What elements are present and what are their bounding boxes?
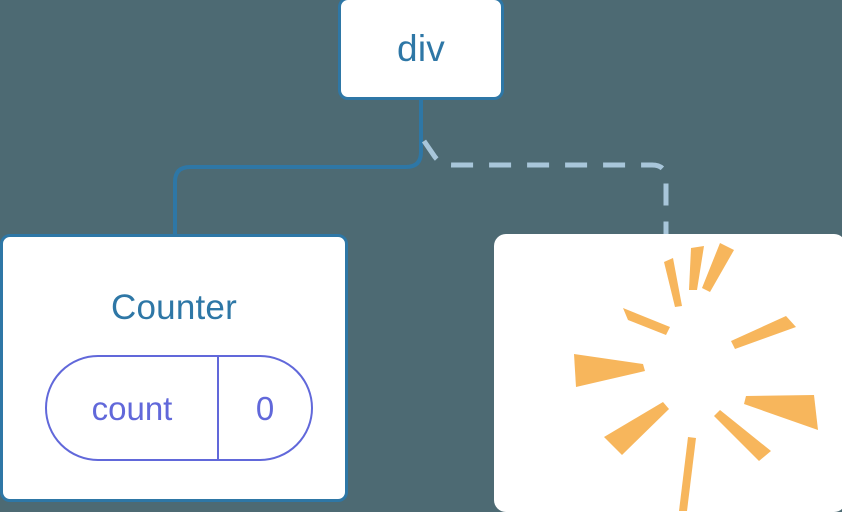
node-counter-label: Counter [111,288,237,327]
ray-w [574,354,645,387]
prop-key: count [47,357,219,459]
node-div-label: div [397,28,445,69]
ray-e [744,395,818,430]
ray-ne [731,316,796,349]
prop-pill-count[interactable]: count 0 [45,355,313,461]
ray-nw [623,308,670,335]
ray-n [689,246,704,290]
ray-nnw [664,258,682,307]
edge-div-to-highlight [421,139,669,238]
node-div[interactable]: div [338,0,504,100]
prop-value: 0 [255,389,275,427]
ray-nne [702,243,734,292]
node-counter[interactable]: Counter count 0 [0,234,348,502]
edge-div-to-counter [173,98,423,238]
node-highlight[interactable] [494,234,842,512]
sparkle-burst-icon [574,243,818,511]
ray-sw [604,402,669,455]
ray-s [679,437,696,511]
ray-se [714,410,771,461]
